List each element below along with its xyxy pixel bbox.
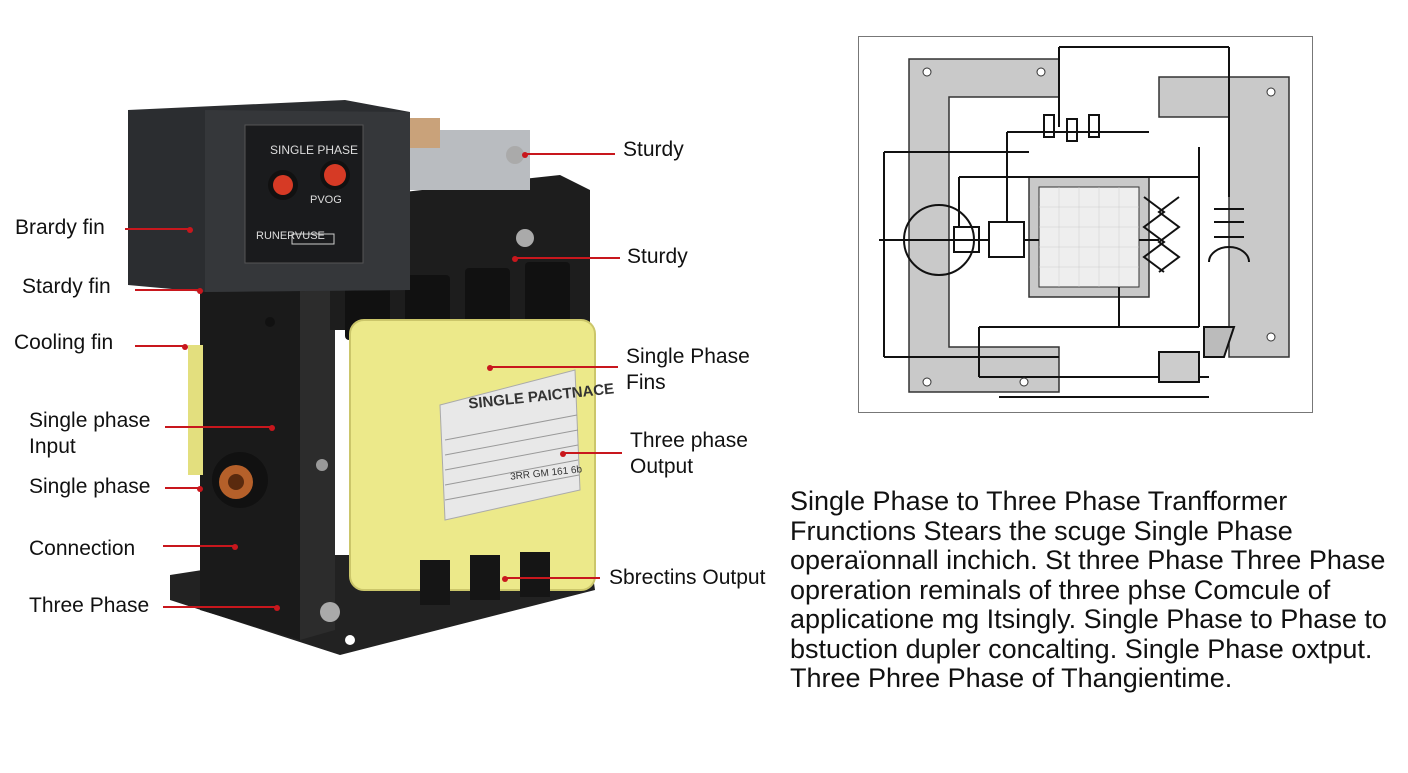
- label-stardy-fin: Stardy fin: [22, 275, 111, 298]
- side-plate: [200, 265, 300, 640]
- label-brardy-fin: Brardy fin: [15, 216, 105, 239]
- panel-sub-label: RUNERVUSE: [256, 230, 325, 242]
- label-cooling-fin: Cooling fin: [14, 331, 114, 354]
- label-connection: Connection: [29, 537, 136, 560]
- transformer-photo: SINGLE PHASE PVOG RUNERVUSE SINGLE PAICT…: [128, 100, 615, 655]
- label-three-phase-output: Three phase Output: [630, 429, 748, 478]
- nameplate: [439, 369, 581, 521]
- panel-title: SINGLE PHASE: [270, 143, 359, 157]
- label-sturdy: Sturdy: [627, 245, 688, 268]
- panel-button-label: PVOG: [310, 194, 342, 206]
- schematic-drawing: [879, 46, 1290, 398]
- label-single-phase-fins: Single Phase Fins: [626, 345, 750, 394]
- label-sturdy-top: Sturdy: [623, 138, 684, 161]
- label-single-phase-input: Single phase Input: [29, 409, 151, 458]
- label-three-phase: Three Phase: [29, 594, 150, 617]
- red-button: [273, 175, 293, 195]
- description-paragraph: Single Phase to Three Phase Tranfformer …: [790, 486, 1387, 693]
- transformer-illustration: [128, 100, 596, 655]
- label-sbrectins-output: Sbrectins Output: [609, 566, 766, 589]
- red-button: [324, 164, 346, 186]
- wiring-schematic: [858, 36, 1313, 413]
- label-single-phase: Single phase: [29, 475, 151, 498]
